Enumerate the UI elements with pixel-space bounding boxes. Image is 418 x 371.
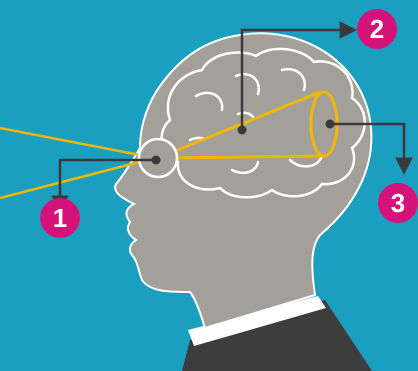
badge-1-label: 1 [53, 203, 67, 233]
badge-1: 1 [40, 198, 80, 238]
badge-3: 3 [378, 183, 418, 223]
badge-2: 2 [357, 9, 397, 49]
badge-3-label: 3 [391, 188, 405, 218]
badge-2-label: 2 [370, 14, 384, 44]
